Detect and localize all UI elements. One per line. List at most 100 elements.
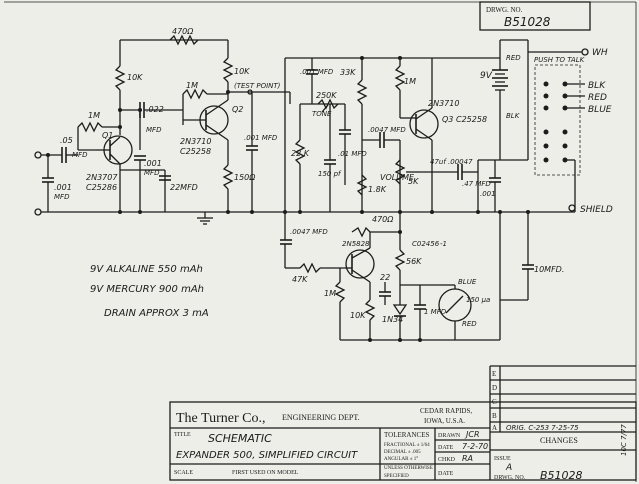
tb-issue-label: ISSUE xyxy=(494,456,511,462)
header-drwg-value: B51028 xyxy=(504,15,551,29)
label-tone: TONE xyxy=(312,110,332,118)
label-battery: 9V xyxy=(480,71,493,81)
tb-specified: SPECIFIED xyxy=(384,474,409,479)
note-drain: DRAIN APPROX 3 mA xyxy=(104,308,209,319)
label-c-05: .05 xyxy=(60,136,73,145)
label-mfd-05: MFD xyxy=(72,151,88,159)
tb-rev-e: E xyxy=(492,370,496,378)
label-q4-part: 2N5828 xyxy=(342,240,370,248)
label-c-10mfd: 10MFD. xyxy=(534,265,564,274)
label-r-1m-q3: 1M xyxy=(404,77,416,86)
tb-company: The Turner Co., xyxy=(176,411,265,426)
label-c-0047-low: .0047 MFD xyxy=(290,228,328,236)
label-mfd-001-mid: MFD xyxy=(144,169,160,177)
component-labels: 470Ω 10K 1M .022 MFD .05 MFD .001 MFD Q1… xyxy=(54,27,613,328)
tb-date-value: 7-2-70 xyxy=(462,442,488,451)
label-r-470-low: 470Ω xyxy=(372,215,394,224)
label-q4-code: C02456 xyxy=(412,240,440,248)
label-r-10k-low: 10K xyxy=(350,311,366,320)
tb-first-used: FIRST USED ON MODEL xyxy=(232,470,299,476)
label-r-470-top: 470Ω xyxy=(172,27,194,36)
label-r-56k: 56K xyxy=(406,257,422,266)
label-c-001mfd-tone: .001 MFD xyxy=(300,68,334,76)
tb-chkd-label: CHKD xyxy=(438,457,456,463)
tb-chkd-value: RA xyxy=(462,454,473,463)
label-c-47-right: .47 MFD xyxy=(462,180,491,188)
note-mercury: 9V MERCURY 900 mAh xyxy=(90,284,204,295)
tb-rev-a: A xyxy=(492,424,497,432)
label-c-0047: .0047 MFD xyxy=(368,126,406,134)
tb-dept: ENGINEERING DEPT. xyxy=(282,413,360,422)
tb-fractional: FRACTIONAL ± 1/64 xyxy=(384,443,430,448)
label-push-to-talk: PUSH TO TALK xyxy=(534,56,586,64)
tb-rev-d: D xyxy=(492,384,497,392)
label-c-22-low: 22 xyxy=(380,273,390,282)
label-volume: VOLUME xyxy=(380,173,415,182)
label-q3-part: 2N3710 xyxy=(428,99,459,108)
label-r-1m-q2: 1M xyxy=(186,81,198,90)
label-q1-part: 2N3707 xyxy=(86,173,118,182)
label-r-150: 150Ω xyxy=(234,173,256,182)
label-c-22mfd: 22MFD xyxy=(170,183,198,192)
label-q4-num: -1 xyxy=(440,240,447,248)
label-blk-wire: BLK xyxy=(588,81,606,91)
handwritten-notes: 9V ALKALINE 550 mAh 9V MERCURY 900 mAh D… xyxy=(90,264,209,319)
label-blue-wire: BLUE xyxy=(588,105,612,115)
label-c-001-q2: .001 MFD xyxy=(244,134,278,142)
label-shield: SHIELD xyxy=(580,205,613,215)
label-r-47k: 47K xyxy=(292,275,308,284)
tb-decimal: DECIMAL ± .005 xyxy=(384,450,421,455)
label-mfd-022: MFD xyxy=(146,126,162,134)
tb-tolerances: TOLERANCES xyxy=(384,431,429,439)
label-r-10k-q2: 10K xyxy=(234,67,250,76)
label-r-18k: 1.8K xyxy=(368,185,387,194)
tb-changes: CHANGES xyxy=(540,436,578,445)
tb-angular: ANGULAR ± 1° xyxy=(384,457,418,462)
label-test-point: (TEST POINT) xyxy=(234,82,281,90)
label-c-022: .022 xyxy=(146,105,164,114)
circuit-wiring xyxy=(34,34,589,342)
label-r-5k: 5K xyxy=(408,177,419,186)
header-drawing-number: DRWG. NO. B51028 xyxy=(479,1,591,31)
tb-drwg-value: B51028 xyxy=(540,469,583,482)
label-r-1m-q1: 1M xyxy=(88,111,100,120)
tb-rev-a-text: ORIG. C-253 7-25-75 xyxy=(506,424,579,432)
tb-subtitle: EXPANDER 500, SIMPLIFIED CIRCUIT xyxy=(176,450,358,461)
label-q1: Q1 xyxy=(102,131,113,140)
tb-drwg-label: DRWG. NO. xyxy=(494,475,526,481)
label-battery-red: RED xyxy=(506,54,521,62)
tb-unless: UNLESS OTHERWISE xyxy=(384,466,433,471)
label-c-001-mid: .001 xyxy=(144,159,162,168)
label-wh: WH xyxy=(592,48,608,58)
tb-drawn-value: JCR xyxy=(464,430,480,439)
label-c-001-right: .001 xyxy=(480,190,496,198)
tb-state: IOWA, U.S.A. xyxy=(424,417,465,425)
tb-title: SCHEMATIC xyxy=(208,432,272,445)
label-r-33k: 33K xyxy=(340,68,356,77)
tb-city: CEDAR RAPIDS, xyxy=(420,407,472,415)
title-block: The Turner Co., ENGINEERING DEPT. CEDAR … xyxy=(169,365,637,482)
tb-issue-value: A xyxy=(505,463,512,473)
tb-date-label: DATE xyxy=(438,445,454,451)
label-q2-code: C25258 xyxy=(180,147,211,156)
label-q1-code: C25286 xyxy=(86,183,117,192)
label-c-47uf: 47uf .00047 xyxy=(430,158,473,166)
label-r-250k: 250K xyxy=(316,91,337,100)
label-q3: Q3 xyxy=(442,115,453,124)
label-r-1m-low: 1M xyxy=(324,289,336,298)
label-r-10k-q1: 10K xyxy=(127,73,143,82)
tb-scale-label: SCALE xyxy=(174,470,193,476)
label-diode: 1N34 xyxy=(382,315,403,324)
note-alkaline: 9V ALKALINE 550 mAh xyxy=(90,264,203,275)
label-r-22k: 22 K xyxy=(291,149,310,158)
label-c-150: 150 pf xyxy=(318,170,342,178)
label-c-001-in: .001 xyxy=(54,183,72,192)
header-drwg-label: DRWG. NO. xyxy=(486,6,523,14)
label-mfd-001-in: MFD xyxy=(54,193,70,201)
tb-side-note: 10C 7/77 xyxy=(620,424,628,456)
tb-title-label: TITLE xyxy=(174,432,191,438)
label-c-1mfd: 1 MFD xyxy=(424,308,447,316)
tb-date2-label: DATE xyxy=(438,471,454,477)
